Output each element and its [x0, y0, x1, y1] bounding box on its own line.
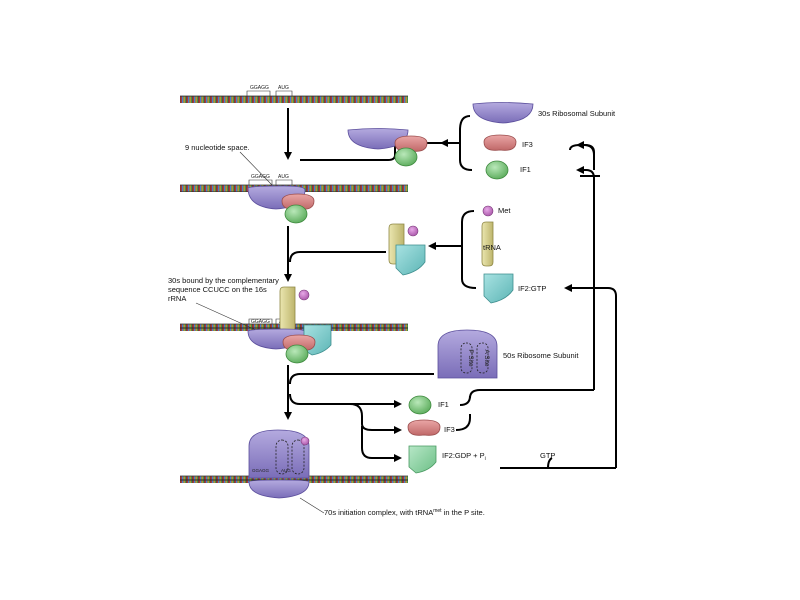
shine-dalgarno-label: GGAGG	[251, 319, 270, 325]
if2gdp-label: IF2:GDP + Pi	[442, 451, 486, 462]
if3-factor	[483, 134, 517, 151]
if1-label: IF1	[520, 165, 531, 174]
if3-label: IF3	[522, 140, 533, 149]
gtp-label: GTP	[540, 451, 555, 460]
p-site-label: P Site	[467, 349, 474, 367]
sequence-marks-1: GGAGG AUG	[246, 85, 293, 96]
bound-label-pointer	[195, 302, 257, 331]
initiation-complex-step3	[247, 286, 332, 364]
small-subunit-label: 30s Ribosomal Subunit	[538, 109, 616, 118]
release-branches	[289, 393, 402, 462]
input-bracket-2	[428, 210, 477, 289]
small-subunit-30s	[472, 102, 534, 124]
trna-molecule	[481, 221, 494, 267]
initiation-complex-70s: GGAGG AUG	[248, 429, 310, 499]
start-codon-label: AUG	[278, 85, 289, 91]
if2-gtp-factor	[483, 273, 514, 304]
released-if3	[407, 419, 441, 436]
bound-label-line1: 30s bound by the complementary	[168, 276, 279, 285]
trna-join-connector	[289, 251, 386, 263]
released-if3-label: IF3	[444, 425, 455, 434]
shine-dalgarno-label: GGAGG	[252, 468, 270, 473]
complex-label: 70s initiation complex, with tRNAmet in …	[324, 508, 485, 517]
met-label: Met	[498, 206, 511, 215]
complex-label-pointer	[299, 497, 325, 514]
large-subunit-join	[289, 373, 434, 385]
start-codon-label: AUG	[278, 174, 289, 180]
assembling-trna-complex	[388, 223, 426, 276]
nine-nucleotide-pointer	[239, 151, 273, 186]
trna-label: tRNA	[483, 243, 501, 252]
assembling-30s-complex	[347, 128, 428, 167]
a-site-label: A Site	[483, 350, 490, 367]
recycle-arrows-if	[569, 144, 600, 177]
recycle-lines-released	[455, 389, 616, 469]
if2gtp-label: IF2:GTP	[518, 284, 546, 293]
large-subunit-50s: P Site A Site	[437, 329, 498, 379]
released-if1	[408, 395, 432, 415]
bound-label-line2: sequence CCUCC on the 16s	[168, 285, 267, 294]
released-if1-label: IF1	[438, 400, 449, 409]
mrna-strand-1	[180, 95, 408, 103]
met-amino-acid	[482, 205, 494, 217]
nine-nucleotide-label: 9 nucleotide space.	[185, 143, 250, 152]
shine-dalgarno-label: GGAGG	[250, 85, 269, 91]
if2-recycle-line	[564, 141, 617, 468]
sequence-marks-2: GGAGG AUG	[248, 174, 293, 185]
large-subunit-label: 50s Ribosome Subunit	[503, 351, 579, 360]
start-codon-label: AUG	[281, 468, 291, 473]
shine-dalgarno-label: GGAGG	[251, 174, 270, 180]
bound-label-line3: rRNA	[168, 294, 186, 303]
initiation-complex-step2	[247, 185, 315, 224]
released-if2-gdp	[408, 445, 437, 474]
if1-factor	[485, 160, 509, 180]
